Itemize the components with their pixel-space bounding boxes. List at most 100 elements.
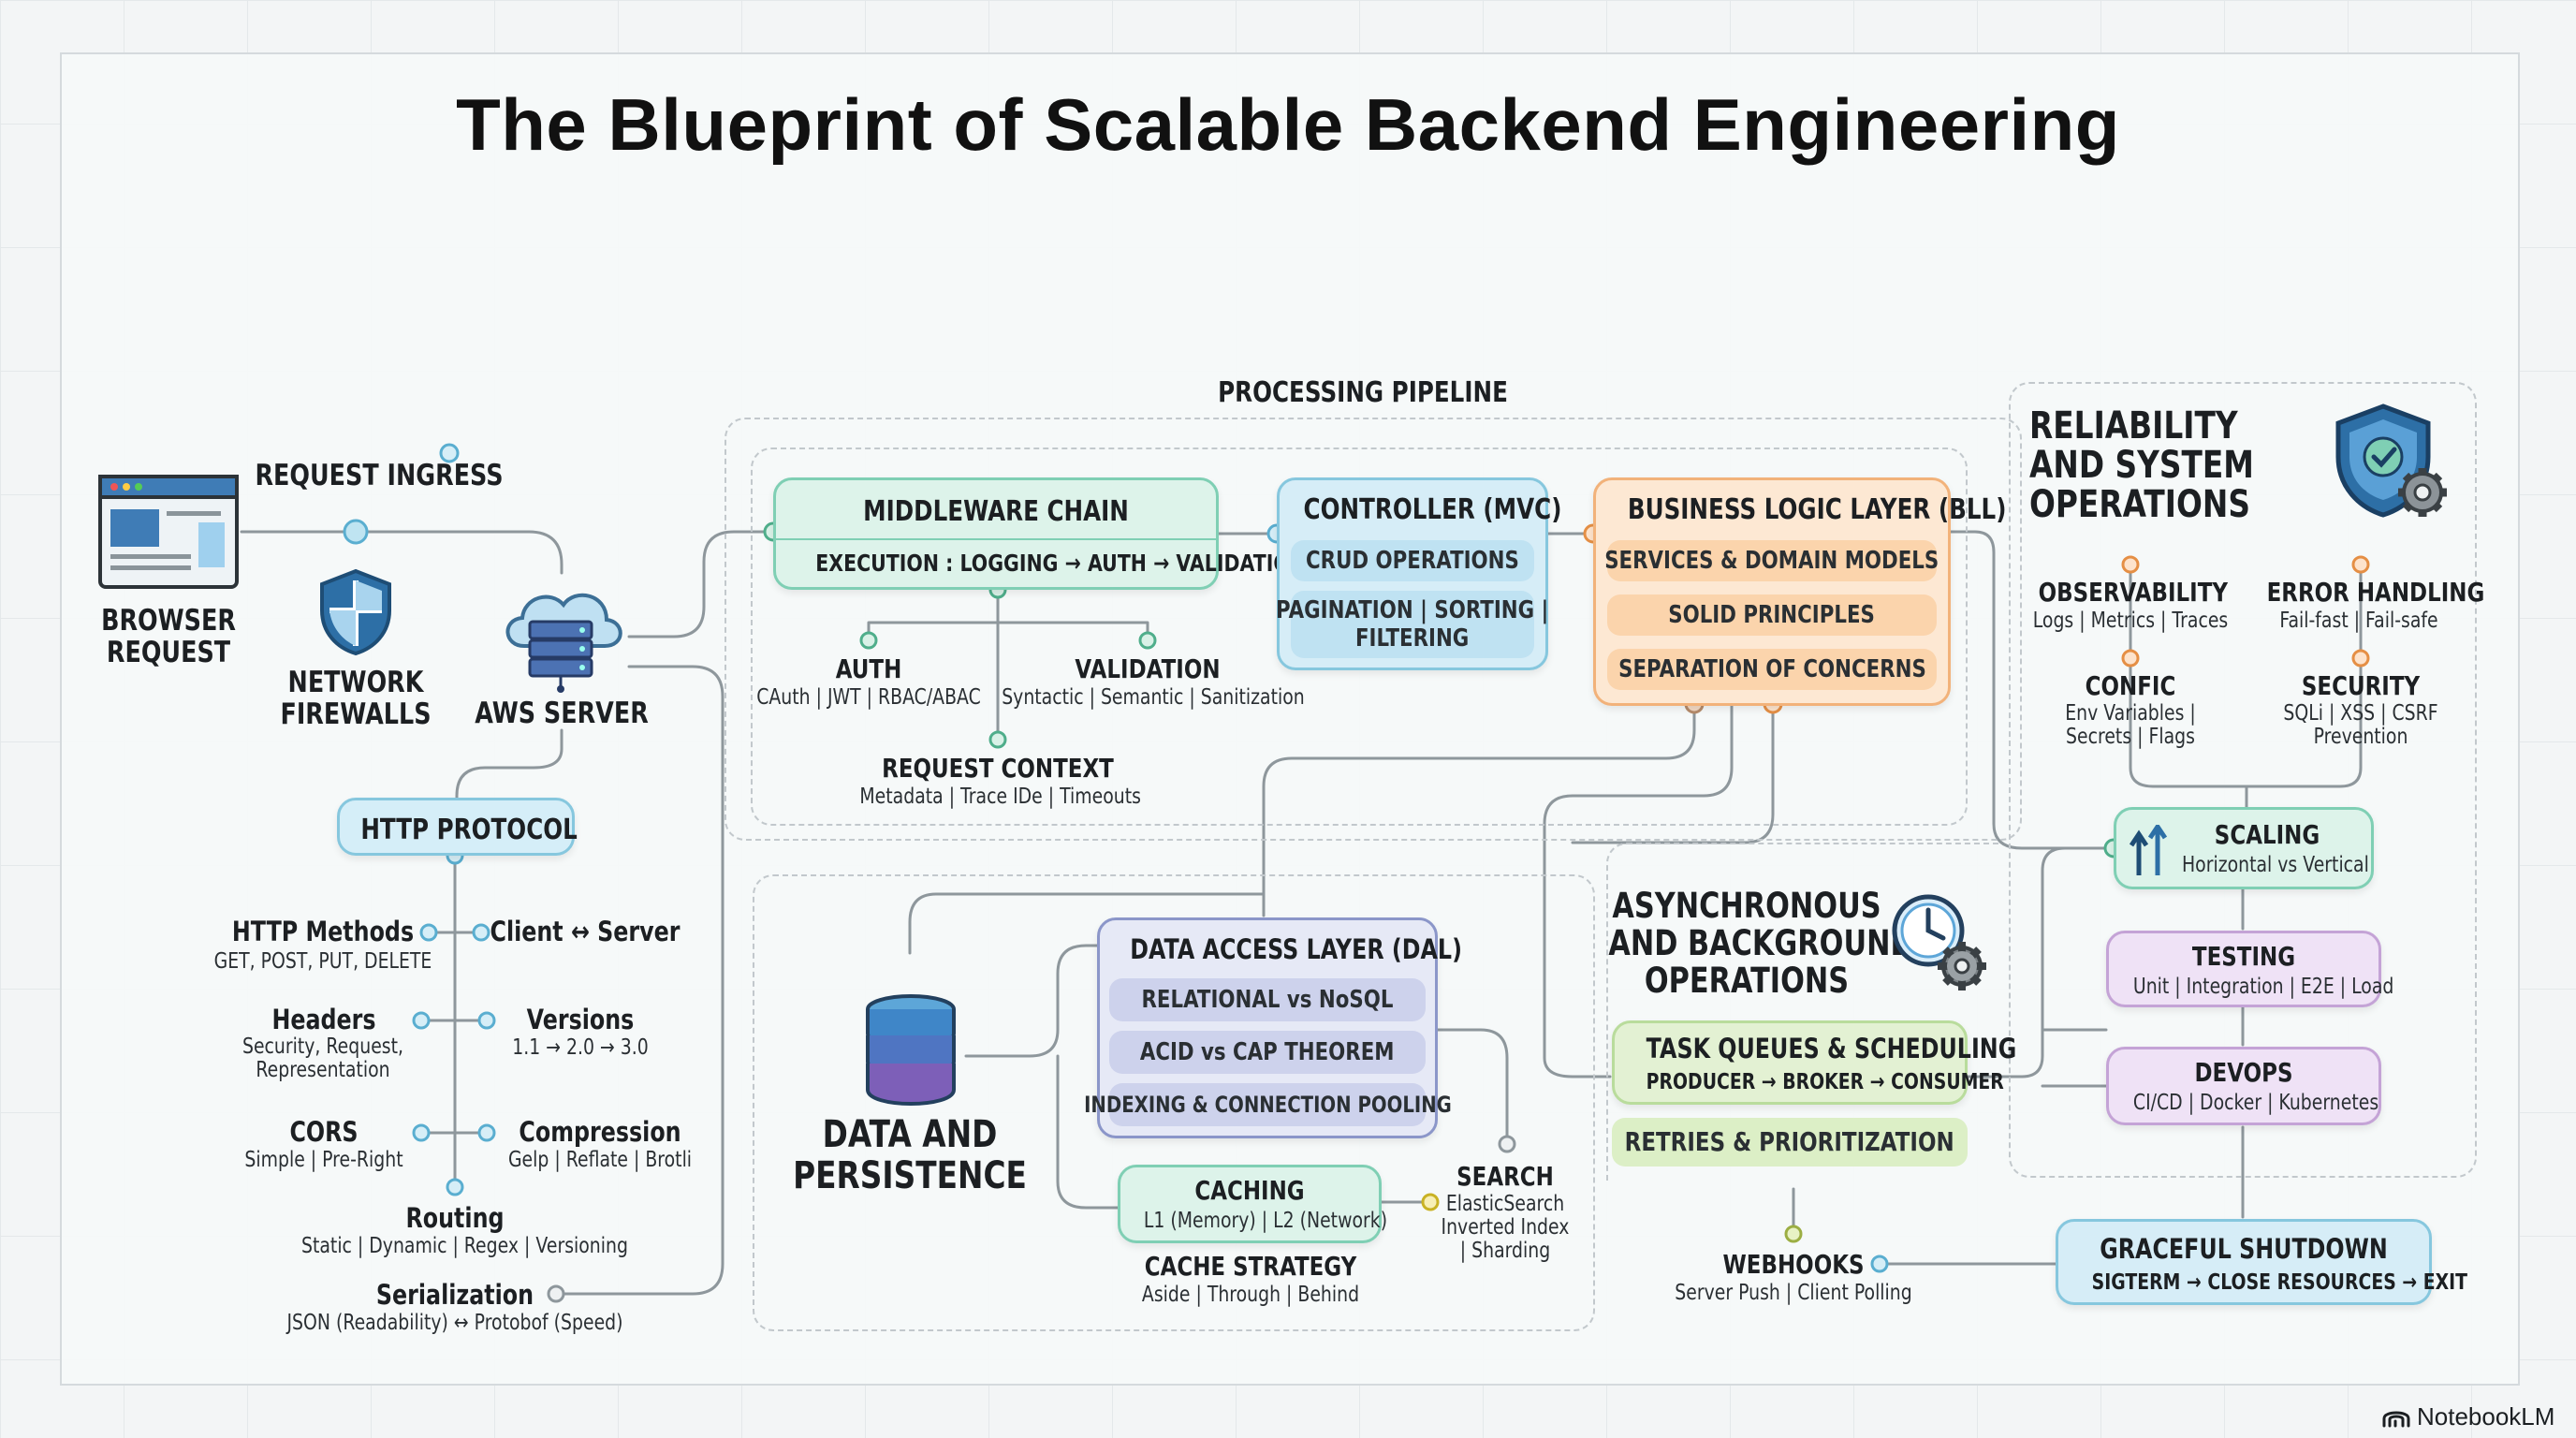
versions-title: Versions (526, 1004, 635, 1035)
services-domain-pill: SERVICES & DOMAIN MODELS (1604, 540, 1939, 581)
async-group (1606, 843, 2001, 1181)
request-context-detail: Metadata | Trace IDe | Timeouts (859, 785, 1141, 809)
browser-request-label: BROWSER REQUEST (101, 604, 236, 669)
devops-detail: CI/CD | Docker | Kubernetes (2132, 1091, 2379, 1115)
request-context-title: REQUEST CONTEXT (882, 753, 1114, 784)
cache-strategy-detail: Aside | Through | Behind (1141, 1283, 1360, 1307)
config-title: CONFIC (2085, 670, 2176, 701)
cors-detail: Simple | Pre-Right (244, 1148, 403, 1172)
security-detail: SQLi | XSS | CSRF Prevention (2283, 701, 2438, 749)
auth-title: AUTH (835, 653, 902, 684)
http-methods-title: HTTP Methods (231, 916, 415, 947)
task-queues-detail: PRODUCER → BROKER → CONSUMER (1646, 1070, 2004, 1094)
serialization-title: Serialization (375, 1279, 534, 1311)
acid-cap-pill: ACID vs CAP THEOREM (1109, 1031, 1426, 1074)
pagination-pill: PAGINATION | SORTING | FILTERING (1276, 591, 1549, 658)
versions-detail: 1.1 → 2.0 → 3.0 (512, 1035, 649, 1060)
relational-nosql-pill: RELATIONAL vs NoSQL (1109, 978, 1426, 1021)
headers-detail: Security, Request, Representation (242, 1034, 404, 1082)
database-icon (866, 994, 956, 1106)
processing-pipeline-label: PROCESSING PIPELINE (1218, 376, 1508, 409)
http-protocol-box: HTTP PROTOCOL (337, 798, 578, 856)
brand-name: NotebookLM (2417, 1401, 2555, 1431)
testing-box: TESTING Unit | Integration | E2E | Load (2106, 931, 2394, 1007)
webhooks-title: WEBHOOKS (1722, 1249, 1865, 1280)
aws-server-label: AWS SERVER (475, 697, 649, 730)
compression-detail: Gelp | Reflate | Brotli (507, 1148, 693, 1172)
brand-badge: NotebookLM (2381, 1401, 2565, 1432)
devops-title: DEVOPS (2194, 1057, 2293, 1088)
headers-title: Headers (271, 1004, 376, 1035)
dal-title: DATA ACCESS LAYER (DAL) (1130, 933, 1462, 965)
notebooklm-logo-icon (2382, 1411, 2410, 1428)
testing-detail: Unit | Integration | E2E | Load (2132, 975, 2394, 999)
shield-icon (320, 568, 391, 656)
solid-principles-pill: SOLID PRINCIPLES (1607, 594, 1937, 636)
retries-pill: RETRIES & PRIORITIZATION (1612, 1118, 1968, 1167)
http-protocol-title: HTTP PROTOCOL (360, 814, 578, 846)
observability-detail: Logs | Metrics | Traces (2032, 609, 2229, 633)
search-title: SEARCH (1456, 1161, 1554, 1192)
http-methods-detail: GET, POST, PUT, DELETE (213, 949, 432, 974)
task-queues-title: TASK QUEUES & SCHEDULING (1646, 1033, 2017, 1064)
scaling-detail: Horizontal vs Vertical (2181, 853, 2369, 877)
caching-box: CACHING L1 (Memory) | L2 (Network) (1118, 1165, 1388, 1243)
routing-title: Routing (405, 1202, 505, 1234)
auth-detail: CAuth | JWT | RBAC/ABAC (756, 685, 981, 710)
cache-strategy-title: CACHE STRATEGY (1144, 1251, 1357, 1282)
middleware-chain-box: MIDDLEWARE CHAIN EXECUTION : LOGGING → A… (773, 477, 1306, 590)
clock-gear-icon (1892, 894, 1986, 990)
browser-window-icon (98, 475, 239, 589)
client-server-title: Client ↔ Server (490, 916, 681, 947)
crud-operations-pill: CRUD OPERATIONS (1291, 540, 1534, 581)
controller-title: CONTROLLER (MVC) (1303, 493, 1562, 526)
shield-gear-icon (2335, 404, 2447, 518)
testing-title: TESTING (2191, 941, 2296, 972)
caching-detail: L1 (Memory) | L2 (Network) (1143, 1209, 1388, 1233)
middleware-chain-detail: EXECUTION : LOGGING → AUTH → VALIDATION (815, 550, 1306, 577)
bll-box: BUSINESS LOGIC LAYER (BLL) SERVICES & DO… (1593, 477, 2007, 706)
graceful-shutdown-box: GRACEFUL SHUTDOWN SIGTERM → CLOSE RESOUR… (2056, 1219, 2468, 1305)
data-persistence-label: DATA AND PERSISTENCE (793, 1113, 1027, 1197)
webhooks-detail: Server Push | Client Polling (1675, 1281, 1912, 1305)
separation-concerns-pill: SEPARATION OF CONCERNS (1607, 649, 1937, 690)
bll-title: BUSINESS LOGIC LAYER (BLL) (1627, 493, 2007, 526)
serialization-detail: JSON (Readability) ↔ Protobof (Speed) (286, 1311, 623, 1335)
reliability-label: RELIABILITY AND SYSTEM OPERATIONS (2029, 404, 2254, 526)
pipeline-group-inner (751, 448, 1968, 826)
graceful-shutdown-title: GRACEFUL SHUTDOWN (2100, 1233, 2388, 1265)
pipeline-group-outer (724, 418, 2022, 841)
task-queues-box: TASK QUEUES & SCHEDULING PRODUCER → BROK… (1612, 1020, 2017, 1105)
page-title: The Blueprint of Scalable Backend Engine… (456, 83, 2120, 166)
diagram-frame (60, 52, 2520, 1386)
scaling-box: SCALING Horizontal vs Vertical (2114, 807, 2374, 889)
middleware-chain-title: MIDDLEWARE CHAIN (863, 495, 1129, 528)
controller-box: CONTROLLER (MVC) CRUD OPERATIONS PAGINAT… (1276, 477, 1562, 670)
cloud-server-icon (505, 593, 622, 693)
search-detail: ElasticSearch Inverted Index | Sharding (1441, 1192, 1570, 1263)
caching-title: CACHING (1194, 1175, 1305, 1206)
scale-up-arrows-icon (2130, 825, 2168, 875)
validation-detail: Syntactic | Semantic | Sanitization (1002, 685, 1305, 710)
validation-title: VALIDATION (1075, 653, 1221, 684)
request-ingress-label: REQUEST INGRESS (255, 459, 504, 492)
observability-title: OBSERVABILITY (2038, 577, 2229, 608)
error-handling-detail: Fail-fast | Fail-safe (2279, 609, 2438, 633)
scaling-title: SCALING (2214, 819, 2320, 850)
dal-box: DATA ACCESS LAYER (DAL) RELATIONAL vs No… (1084, 917, 1462, 1138)
async-label: ASYNCHRONOUS AND BACKGROUND OPERATIONS (1608, 886, 1914, 1001)
data-group (753, 874, 1595, 1331)
graceful-shutdown-detail: SIGTERM → CLOSE RESOURCES → EXIT (2091, 1270, 2468, 1295)
routing-detail: Static | Dynamic | Regex | Versioning (301, 1234, 628, 1258)
error-handling-title: ERROR HANDLING (2266, 577, 2485, 608)
cors-title: CORS (289, 1116, 359, 1148)
devops-box: DEVOPS CI/CD | Docker | Kubernetes (2106, 1047, 2381, 1125)
config-detail: Env Variables | Secrets | Flags (2065, 701, 2196, 749)
compression-title: Compression (519, 1116, 681, 1148)
indexing-pooling-pill: INDEXING & CONNECTION POOLING (1084, 1083, 1451, 1126)
reliability-group (2009, 382, 2477, 1178)
network-firewalls-label: NETWORK FIREWALLS (280, 666, 432, 731)
security-title: SECURITY (2301, 670, 2421, 701)
